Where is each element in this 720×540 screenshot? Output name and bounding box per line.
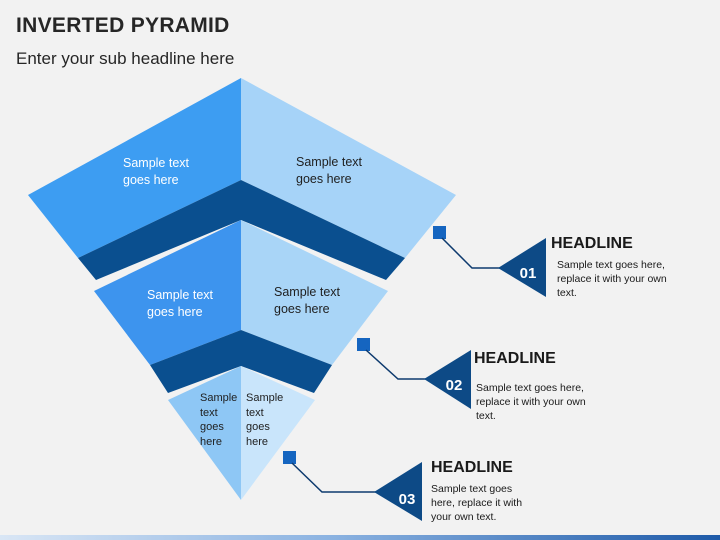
connector-square-3 xyxy=(283,451,296,464)
bottom-tier-right-text: Sample text goes here xyxy=(246,392,284,448)
number-badge-1 xyxy=(498,238,546,297)
top-tier-right-face xyxy=(241,78,456,258)
connector-square-2 xyxy=(357,338,370,351)
callout-number-3: 03 xyxy=(398,491,416,508)
middle-tier-right-text: Sample text goes here xyxy=(274,285,341,316)
top-tier-right-text: Sample text goes here xyxy=(296,155,363,186)
page-title: INVERTED PYRAMID xyxy=(16,14,230,37)
callout-number-2: 02 xyxy=(445,377,463,394)
middle-tier-shadow-band xyxy=(150,330,332,393)
callout-text-3: Sample text goes here, replace it with y… xyxy=(431,483,523,523)
bottom-tier-right-face xyxy=(241,366,315,500)
top-tier-shadow-band xyxy=(78,180,405,280)
bottom-tier-left-face xyxy=(168,366,241,500)
connector-square-1 xyxy=(433,226,446,239)
top-tier-left-face xyxy=(28,78,241,258)
page-subtitle: Enter your sub headline here xyxy=(16,49,235,68)
callout-text-1: Sample text goes here, replace it with y… xyxy=(557,259,667,299)
middle-tier-left-face xyxy=(94,220,241,365)
footer-accent-bar xyxy=(0,535,720,540)
callout-headline-1: HEADLINE xyxy=(551,235,633,252)
number-badge-3 xyxy=(374,462,422,521)
bottom-tier-left-text: Sample text goes here xyxy=(200,392,238,448)
number-badge-2 xyxy=(424,350,471,409)
callout-text-2: Sample text goes here, replace it with y… xyxy=(476,382,586,422)
middle-tier-right-face xyxy=(241,220,388,365)
callout-number-1: 01 xyxy=(519,265,537,282)
callout-headline-3: HEADLINE xyxy=(431,459,513,476)
top-tier-left-text: Sample text goes here xyxy=(123,156,190,187)
middle-tier-left-text: Sample text goes here xyxy=(147,288,214,319)
callout-headline-2: HEADLINE xyxy=(474,350,556,367)
